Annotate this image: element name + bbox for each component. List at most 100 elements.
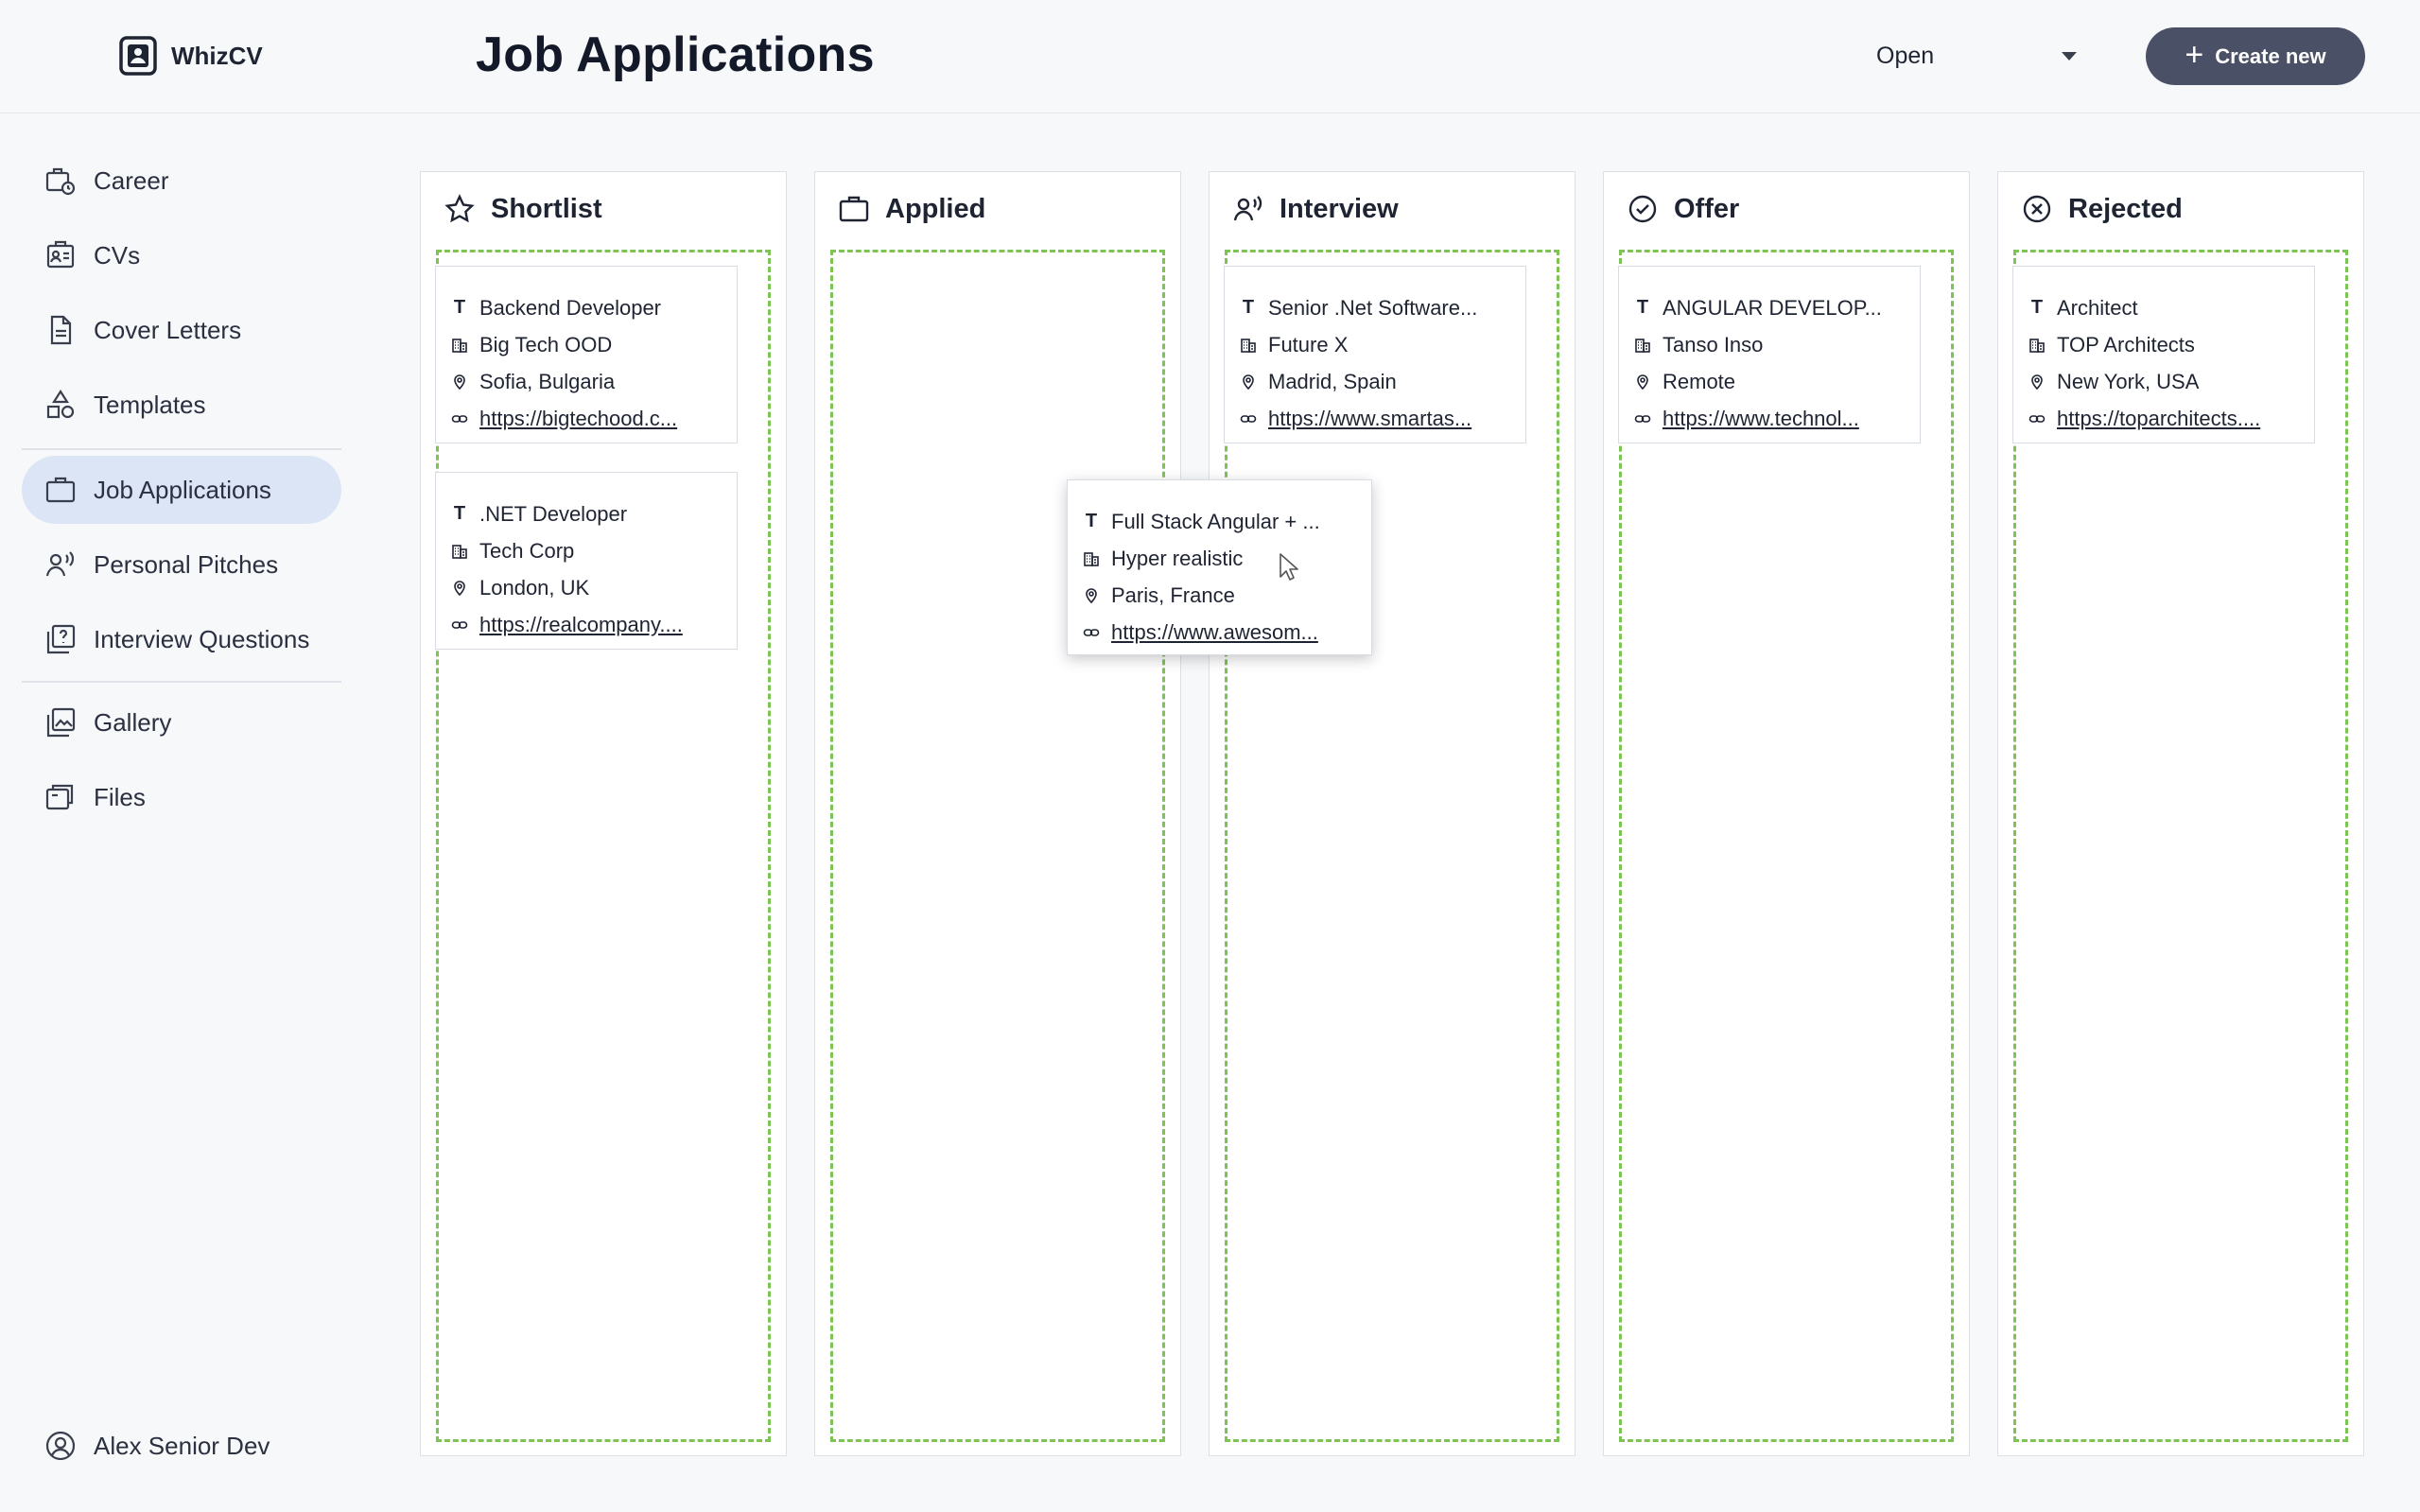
sidebar-item-label: Job Applications	[94, 475, 271, 504]
card-location-row: New York, USA	[2028, 363, 2314, 400]
briefcase-icon	[45, 477, 76, 503]
dropzone[interactable]	[830, 250, 1165, 1442]
card-url-row: https://realcompany....	[451, 606, 737, 643]
sidebar-item-label: Cover Letters	[94, 315, 242, 344]
speaking-person-icon	[1233, 196, 1262, 221]
page-title: Job Applications	[476, 27, 875, 82]
logo-icon	[119, 36, 157, 76]
status-filter-select[interactable]: Open	[1863, 34, 2081, 78]
building-icon	[452, 338, 467, 353]
card-location-row: Madrid, Spain	[1240, 363, 1525, 400]
card-company: TOP Architects	[2057, 332, 2195, 356]
app-logo[interactable]: WhizCV	[118, 36, 263, 76]
career-icon	[45, 167, 76, 196]
card-title: Senior .Net Software...	[1268, 295, 1478, 320]
sidebar-item-personal-pitches[interactable]: Personal Pitches	[22, 530, 341, 599]
card-company-row: Hyper realistic	[1083, 540, 1371, 577]
card-url-link[interactable]: https://bigtechood.c...	[479, 406, 678, 430]
location-pin-icon	[1243, 374, 1254, 390]
create-new-button[interactable]: + Create new	[2146, 27, 2365, 85]
column-title: Interview	[1280, 193, 1399, 224]
dropzone[interactable]	[436, 250, 771, 1442]
app-name: WhizCV	[171, 41, 263, 70]
card-company: Hyper realistic	[1111, 546, 1244, 570]
card-title-row: T ANGULAR DEVELOP...	[1634, 289, 1920, 326]
sidebar-item-label: Files	[94, 782, 146, 811]
dropzone[interactable]	[2013, 250, 2348, 1442]
briefcase-icon	[839, 196, 869, 222]
column-title: Applied	[885, 193, 986, 224]
card-location: Paris, France	[1111, 582, 1235, 607]
card-company-row: TOP Architects	[2028, 326, 2314, 363]
title-icon: T	[1636, 297, 1649, 318]
link-icon	[451, 414, 468, 423]
speaking-person-icon	[45, 551, 75, 577]
link-icon	[2028, 414, 2046, 423]
card-title: Architect	[2057, 295, 2138, 320]
sidebar-item-career[interactable]: Career	[22, 147, 341, 215]
card-url-row: https://www.smartas...	[1240, 400, 1525, 437]
card-location: Sofia, Bulgaria	[479, 369, 616, 393]
sidebar-item-gallery[interactable]: Gallery	[22, 688, 341, 756]
card-company: Tanso Inso	[1663, 332, 1764, 356]
sidebar-item-cvs[interactable]: CVs	[22, 221, 341, 289]
top-bar: WhizCV Job Applications Open + Create ne…	[0, 0, 2420, 113]
card-url-link[interactable]: https://toparchitects....	[2057, 406, 2261, 430]
dropzone[interactable]	[1619, 250, 1954, 1442]
card-url-link[interactable]: https://realcompany....	[479, 612, 683, 636]
card-title: Backend Developer	[479, 295, 662, 320]
title-icon: T	[453, 297, 466, 318]
create-new-label: Create new	[2215, 43, 2326, 68]
card-url-row: https://www.awesom...	[1083, 614, 1371, 651]
card-url-row: https://toparchitects....	[2028, 400, 2314, 437]
question-icon	[46, 624, 76, 654]
card-location-row: London, UK	[451, 569, 737, 606]
location-pin-icon	[454, 580, 465, 596]
card-title: ANGULAR DEVELOP...	[1663, 295, 1882, 320]
sidebar-item-label: Gallery	[94, 707, 172, 737]
card-url-link[interactable]: https://www.technol...	[1663, 406, 1859, 430]
card-company: Tech Corp	[479, 538, 575, 563]
files-icon	[45, 784, 74, 810]
sidebar-item-job-applications[interactable]: Job Applications	[22, 456, 341, 524]
card-company: Big Tech OOD	[479, 332, 613, 356]
location-pin-icon	[2031, 374, 2043, 390]
user-name: Alex Senior Dev	[94, 1431, 270, 1460]
building-icon	[1084, 551, 1099, 566]
building-icon	[1635, 338, 1650, 353]
location-pin-icon	[454, 374, 465, 390]
card-url-row: https://www.technol...	[1634, 400, 1920, 437]
sidebar-item-files[interactable]: Files	[22, 763, 341, 831]
column-header: Interview	[1232, 193, 1399, 225]
sidebar: Career CVs Cover Letters Templates Job A…	[0, 113, 359, 1512]
card-title-row: T.NET Developer	[451, 495, 737, 532]
card-url-link[interactable]: https://www.awesom...	[1111, 619, 1318, 644]
card-url-link[interactable]: https://www.smartas...	[1268, 406, 1472, 430]
cv-icon	[46, 240, 75, 269]
sidebar-item-templates[interactable]: Templates	[22, 371, 341, 439]
location-pin-icon	[1086, 587, 1097, 603]
sidebar-item-interview-questions[interactable]: Interview Questions	[22, 605, 341, 673]
column-header: Rejected	[2021, 193, 2183, 225]
sidebar-item-cover-letters[interactable]: Cover Letters	[22, 296, 341, 364]
column-title: Shortlist	[491, 193, 602, 224]
location-pin-icon	[1637, 374, 1648, 390]
user-profile[interactable]: Alex Senior Dev	[44, 1430, 270, 1462]
job-card[interactable]: T.NET Developer Tech Corp London, UK htt…	[435, 472, 738, 650]
job-card[interactable]: T Backend Developer Big Tech OOD Sofia, B…	[435, 266, 738, 443]
column-shortlist: Shortlist T Backend Developer Big Tech OO…	[420, 171, 787, 1456]
mouse-cursor-icon	[1280, 553, 1298, 581]
building-icon	[1241, 338, 1256, 353]
dropzone[interactable]	[1225, 250, 1559, 1442]
user-circle-icon	[45, 1431, 76, 1461]
sidebar-divider	[22, 681, 341, 683]
